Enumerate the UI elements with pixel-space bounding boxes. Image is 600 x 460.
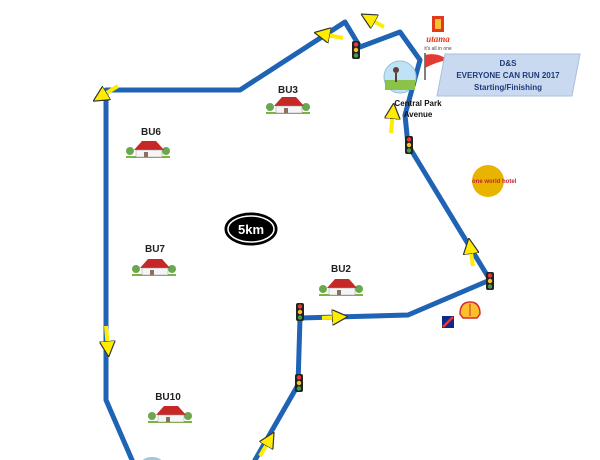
arrow-icon xyxy=(321,317,340,318)
park-label-line1: Central Park xyxy=(394,99,442,108)
arrow-icon xyxy=(391,111,393,134)
hotel-logo-icon xyxy=(472,165,504,197)
block-label-bu2: BU2 xyxy=(331,264,351,275)
distance-label: 5km xyxy=(238,222,264,237)
direction-arrows xyxy=(100,18,473,458)
central-park-marker: Central Park Avenue xyxy=(383,60,442,119)
traffic-light-icon xyxy=(296,303,304,321)
block-label-bu3: BU3 xyxy=(278,85,298,96)
shell-logo-icon xyxy=(459,301,481,319)
house-icon xyxy=(147,405,193,423)
distance-badge: 5km xyxy=(224,212,278,246)
start-flag-icon xyxy=(424,53,448,80)
arrow-icon xyxy=(100,84,120,97)
arrow-icon xyxy=(368,18,385,27)
hotel-logo-text: one world hotel xyxy=(472,179,517,185)
arrow-icon xyxy=(322,34,344,38)
park-label-line2: Avenue xyxy=(404,110,433,119)
utama-tagline: it's all in one xyxy=(424,46,452,52)
banner-line1: D&S xyxy=(500,59,518,68)
landmark-icon xyxy=(142,457,162,460)
hotel-logo: one world hotel xyxy=(472,165,517,197)
banner-line2: EVERYONE CAN RUN 2017 xyxy=(456,71,560,80)
arrow-icon xyxy=(470,246,473,267)
house-icon xyxy=(131,258,177,276)
fuel-station-icon xyxy=(442,316,454,328)
arrow-icon xyxy=(258,439,270,458)
utama-logo-text: utama xyxy=(426,34,450,44)
traffic-light-icon xyxy=(486,272,494,290)
start-finish-banner: D&S EVERYONE CAN RUN 2017 Starting/Finis… xyxy=(436,53,581,97)
house-icon xyxy=(265,96,311,114)
banner-line3: Starting/Finishing xyxy=(474,83,542,92)
utama-logo: utama it's all in one xyxy=(424,16,452,52)
house-icon xyxy=(125,140,171,158)
traffic-light-icon xyxy=(295,374,303,392)
block-label-bu6: BU6 xyxy=(141,127,161,138)
arrow-icon xyxy=(106,325,108,349)
block-label-bu7: BU7 xyxy=(145,244,165,255)
traffic-light-icon xyxy=(405,136,413,154)
block-label-bu10: BU10 xyxy=(155,392,181,403)
house-icon xyxy=(318,278,364,296)
traffic-light-icon xyxy=(352,41,360,59)
